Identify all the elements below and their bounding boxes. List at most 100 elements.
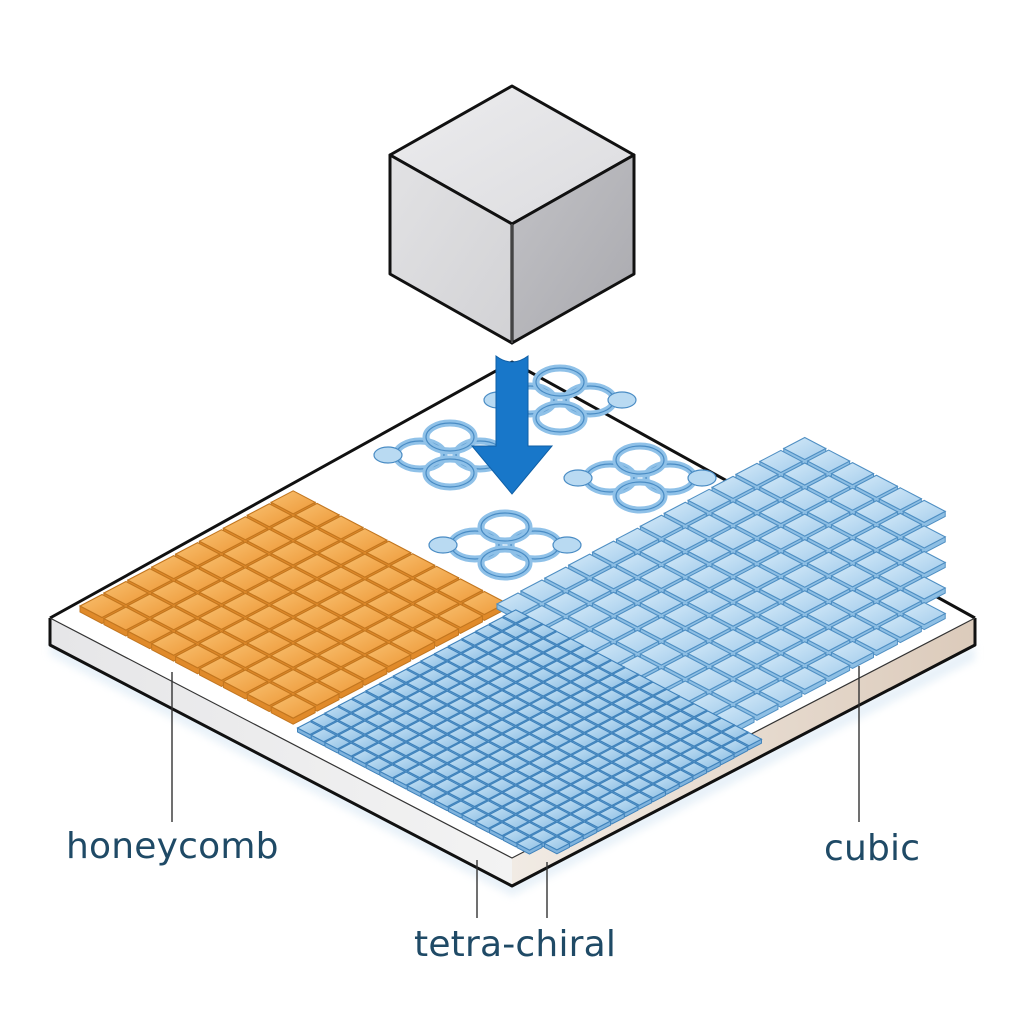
tile xyxy=(246,681,293,707)
tile xyxy=(460,734,489,749)
tile xyxy=(341,579,389,604)
tile xyxy=(529,623,557,638)
tile xyxy=(365,617,412,642)
tile xyxy=(515,719,544,734)
tile xyxy=(174,542,221,567)
tile xyxy=(830,589,875,613)
tile xyxy=(269,566,317,592)
tile xyxy=(902,601,947,626)
tile xyxy=(584,711,612,726)
tile xyxy=(488,675,516,690)
tile xyxy=(625,674,653,689)
tile xyxy=(337,742,365,757)
tile xyxy=(529,653,557,668)
tile xyxy=(625,762,653,777)
tile xyxy=(543,566,588,590)
tile xyxy=(652,776,681,791)
tile xyxy=(198,554,245,579)
tile xyxy=(543,792,571,807)
tile xyxy=(758,526,804,550)
tile xyxy=(488,748,516,763)
tile xyxy=(782,564,827,588)
chiral-ring-unit xyxy=(563,442,717,514)
tile xyxy=(529,697,557,712)
tile xyxy=(830,564,875,588)
tile xyxy=(639,725,667,740)
tile xyxy=(611,725,640,740)
tile xyxy=(734,667,780,691)
tile xyxy=(598,777,626,792)
tile xyxy=(351,749,379,765)
tile xyxy=(639,565,684,589)
tile xyxy=(854,602,899,626)
tile xyxy=(710,654,756,678)
tile xyxy=(293,528,341,553)
tile xyxy=(488,616,516,631)
tile xyxy=(854,525,899,549)
tile xyxy=(198,529,245,554)
tile xyxy=(598,703,626,719)
tile xyxy=(680,732,708,747)
tile xyxy=(433,763,461,779)
tile xyxy=(515,792,544,807)
tile xyxy=(878,614,923,639)
tile xyxy=(317,540,365,566)
tile xyxy=(488,822,516,837)
tile xyxy=(406,690,434,705)
tile xyxy=(474,770,503,786)
tile xyxy=(474,785,503,800)
cube-load xyxy=(388,84,636,345)
tile xyxy=(447,741,475,756)
tile xyxy=(502,682,530,697)
tile xyxy=(317,668,365,693)
tile xyxy=(556,667,585,682)
tile xyxy=(419,771,448,786)
tile xyxy=(460,792,489,808)
tile xyxy=(902,550,947,575)
tile xyxy=(488,778,516,793)
tile xyxy=(389,604,436,629)
tile xyxy=(351,735,379,750)
tile xyxy=(502,785,530,800)
tile xyxy=(830,462,875,486)
tile xyxy=(556,711,585,726)
tile xyxy=(854,500,899,524)
tile xyxy=(364,683,393,698)
tile xyxy=(365,540,412,565)
tile xyxy=(556,784,585,800)
tile xyxy=(515,777,544,793)
tile xyxy=(806,577,851,601)
tile xyxy=(406,764,434,779)
tile xyxy=(474,624,503,639)
tile xyxy=(543,733,571,748)
tile xyxy=(686,488,732,512)
tile xyxy=(474,814,503,830)
tile xyxy=(515,631,544,646)
tile xyxy=(902,525,947,549)
tile xyxy=(639,681,667,696)
tile xyxy=(710,680,756,704)
tile xyxy=(447,727,475,742)
tile xyxy=(782,462,827,486)
tile xyxy=(474,668,503,683)
tile xyxy=(806,474,851,499)
tile xyxy=(625,732,653,748)
tile xyxy=(198,605,245,630)
tile xyxy=(734,488,780,512)
tile xyxy=(666,725,695,740)
tile xyxy=(570,792,599,807)
tile xyxy=(615,527,660,551)
tile xyxy=(269,592,317,617)
tile xyxy=(378,734,406,750)
tile xyxy=(419,683,448,698)
honeycomb-region xyxy=(78,490,508,725)
tile xyxy=(365,566,412,591)
tile xyxy=(830,640,875,665)
tile xyxy=(78,593,126,619)
tile xyxy=(529,638,557,653)
tile xyxy=(680,761,708,777)
tile xyxy=(734,564,780,589)
tile xyxy=(364,713,393,728)
tile xyxy=(502,741,530,756)
